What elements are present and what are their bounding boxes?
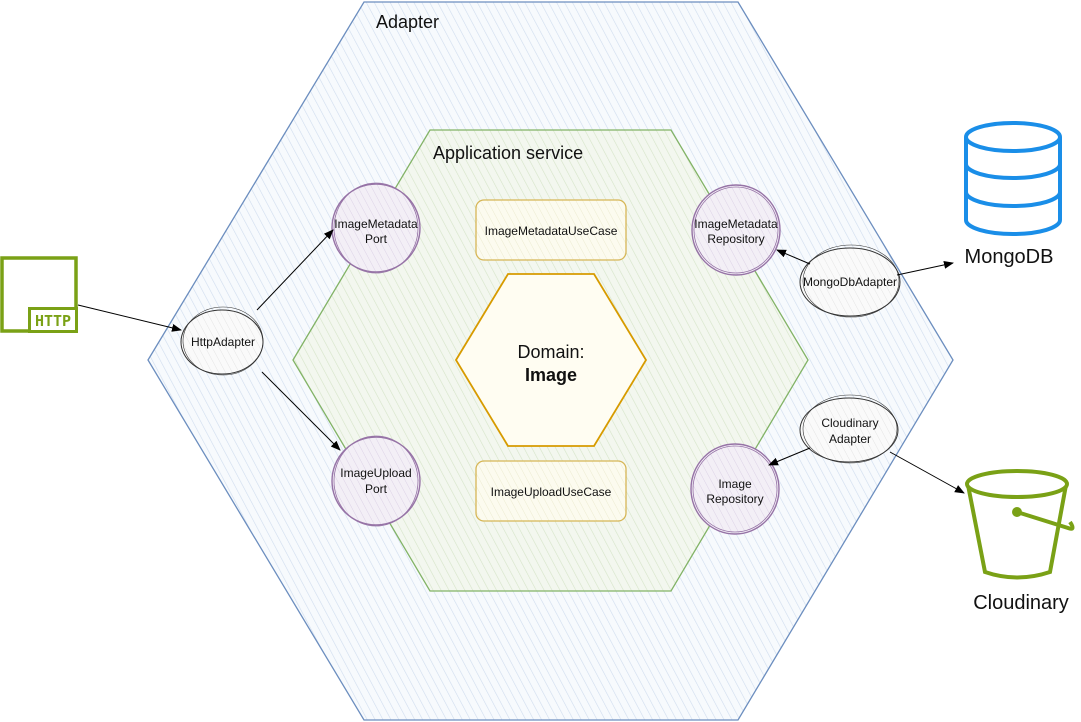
adapter-label: HttpAdapter [191, 335, 255, 349]
port-label-line2: Port [365, 232, 388, 246]
database-icon-band [964, 191, 1062, 208]
bucket-icon-rim [965, 469, 1069, 499]
cloudinary-label: Cloudinary [973, 592, 1069, 614]
mongodb-label: MongoDB [965, 246, 1054, 268]
domain-hexagon [454, 273, 648, 447]
port-label-line1: ImageUpload [340, 466, 411, 480]
application-layer-label: Application service [433, 143, 583, 163]
adapter-ellipse-sketch [802, 244, 900, 318]
usecase-label: ImageUploadUseCase [491, 485, 612, 499]
http-icon-text: HTTP [35, 312, 71, 330]
repository-label-line1: Image [718, 477, 752, 491]
port-image-upload: ImageUpload Port [331, 435, 421, 527]
usecase-box [475, 199, 627, 261]
database-icon: MongoDB [964, 121, 1062, 268]
arrow-cloudinaryadapter-to-image-repo [768, 447, 811, 466]
arrow-mongoadapter-to-mongodb [896, 260, 954, 276]
domain-label: Domain: [517, 342, 584, 362]
bucket-icon-body [966, 484, 1068, 580]
adapter-ellipse [799, 397, 899, 463]
repository-label-line2: Repository [706, 492, 763, 506]
port-circle-sketch [333, 435, 419, 527]
arrow-httpadapter-to-upload-port [261, 371, 341, 451]
repository-image: Image Repository [690, 443, 780, 535]
repository-circle-sketch [692, 445, 778, 533]
usecase-box [475, 460, 627, 522]
database-icon-body [964, 137, 1062, 236]
database-icon-band [964, 163, 1062, 180]
database-icon-top [964, 121, 1062, 153]
repository-circle [691, 184, 781, 276]
bucket-icon-handle [1016, 510, 1075, 531]
repository-circle [690, 443, 780, 535]
connectors [77, 229, 965, 494]
usecase-image-metadata: ImageMetadataUseCase [475, 199, 627, 261]
adapter-cloudinary: Cloudinary Adapter [799, 394, 899, 464]
repository-circle-sketch [693, 186, 779, 274]
bucket-icon-pivot [1012, 507, 1022, 517]
arrow-http-to-httpadapter [77, 304, 182, 332]
port-label-line1: ImageMetadata [334, 217, 418, 231]
usecase-label: ImageMetadataUseCase [485, 224, 618, 238]
adapter-label-line2: Adapter [829, 432, 871, 446]
port-label-line2: Port [365, 482, 388, 496]
port-circle [331, 183, 421, 273]
adapter-ellipse-sketch [182, 306, 264, 376]
adapter-ellipse-sketch [802, 394, 898, 464]
adapter-layer-label: Adapter [376, 12, 439, 32]
port-image-metadata: ImageMetadata Port [331, 182, 421, 274]
adapter-label: MongoDbAdapter [803, 275, 897, 289]
adapter-label-line1: Cloudinary [821, 416, 878, 430]
repository-image-metadata: ImageMetadata Repository [691, 184, 781, 276]
http-icon: HTTP [0, 256, 78, 333]
adapter-mongodb: MongoDbAdapter [799, 244, 901, 318]
arrow-mongoadapter-to-metadata-repo [776, 249, 811, 265]
adapter-http: HttpAdapter [180, 306, 264, 376]
http-icon-badge-inner [31, 310, 75, 330]
arrow-cloudinaryadapter-to-cloudinary [889, 451, 965, 494]
bucket-icon: Cloudinary [965, 469, 1075, 614]
usecase-image-upload: ImageUploadUseCase [475, 460, 627, 522]
domain-core: Domain: Image [454, 273, 648, 447]
port-circle [331, 436, 421, 526]
repository-label-line2: Repository [707, 232, 764, 246]
repository-label-line1: ImageMetadata [694, 217, 778, 231]
arrow-httpadapter-to-metadata-port [256, 229, 334, 311]
domain-entity-label: Image [525, 365, 577, 385]
port-circle-sketch [333, 182, 419, 274]
adapter-ellipse [799, 247, 901, 317]
